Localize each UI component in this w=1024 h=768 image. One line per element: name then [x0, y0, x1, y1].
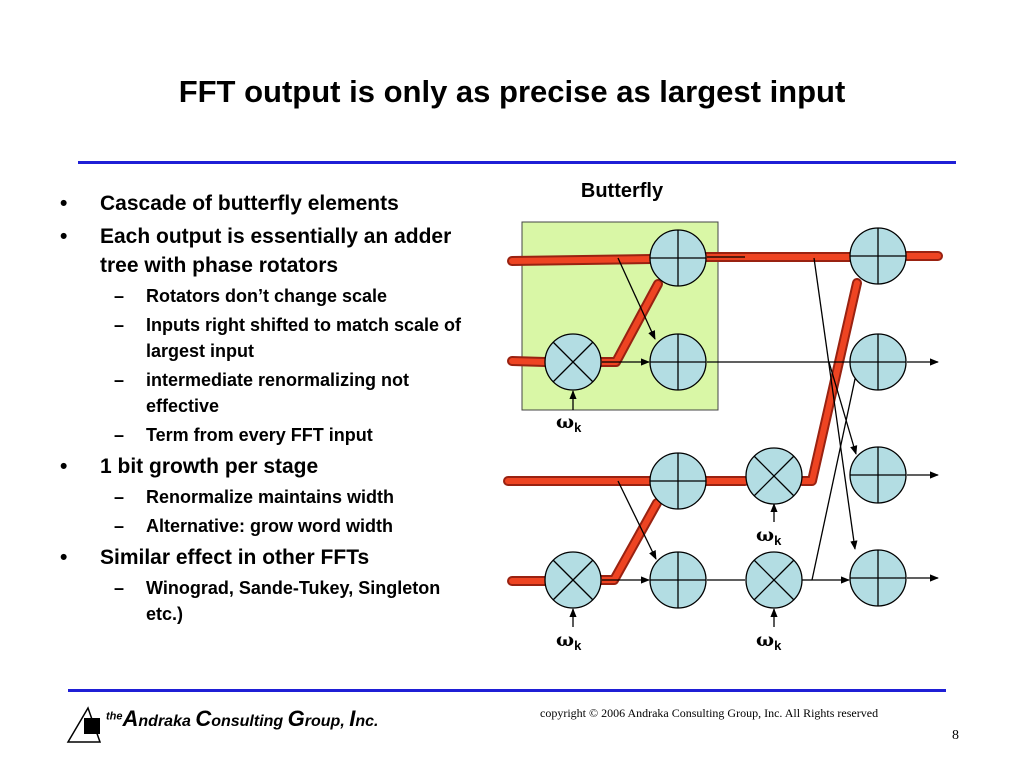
sub-bullet-mark: –: [114, 425, 125, 445]
multiplier-nodes: [544, 333, 803, 609]
top-rule: [78, 161, 956, 164]
twiddle-label: ωk: [556, 629, 582, 653]
slide-title: FFT output is only as precise as largest…: [178, 74, 846, 109]
adder-node: [649, 333, 707, 391]
adder-node: [849, 549, 907, 607]
bottom-rule: [68, 689, 946, 692]
wire: [828, 361, 858, 455]
wire: [813, 257, 858, 550]
twiddle-label: ωk: [556, 411, 582, 435]
sub-bullet-item: – intermediate renormalizing not effectiv…: [58, 367, 481, 419]
sub-bullet-item: – Rotators don’t change scale: [58, 283, 498, 309]
sub-bullet-mark: –: [114, 516, 125, 536]
sub-bullet-item: – Renormalize maintains width: [58, 484, 498, 510]
bullet-text: Cascade of butterfly elements: [100, 192, 399, 215]
multiplier-node: [745, 447, 803, 505]
adder-node: [649, 551, 707, 609]
wire: [617, 480, 657, 560]
bullet-mark: •: [60, 192, 68, 215]
adder-node: [849, 333, 907, 391]
multiplier-node: [544, 333, 602, 391]
butterfly-label: Butterfly: [581, 180, 664, 202]
bullet-text: 1 bit growth per stage: [100, 455, 319, 478]
highlight-path: [598, 500, 660, 583]
bullet-mark: •: [60, 546, 68, 569]
wire: [811, 364, 860, 581]
highlight-path: [799, 280, 860, 484]
bullet-item: • Similar effect in other FFTs: [58, 543, 498, 572]
sub-bullet-text: Winograd, Sande-Tukey, Singleton etc.): [146, 578, 441, 624]
adder-node: [649, 229, 707, 287]
sub-bullet-mark: –: [114, 286, 125, 306]
adder-node: [649, 452, 707, 510]
bullet-text: Similar effect in other FFTs: [100, 546, 370, 569]
sub-bullet-mark: –: [114, 315, 125, 335]
company-logo: [66, 706, 102, 743]
bullet-list: • Cascade of butterfly elements • Each out…: [58, 185, 498, 627]
sub-bullet-text: Term from every FFT input: [146, 425, 373, 445]
wire-network: [569, 256, 939, 627]
bullet-mark: •: [60, 225, 68, 248]
multiplier-node: [745, 551, 803, 609]
sub-bullet-item: – Term from every FFT input: [58, 422, 498, 448]
twiddle-label: ωk: [756, 524, 782, 548]
sub-bullet-mark: –: [114, 370, 125, 390]
sub-bullet-item: – Inputs right shifted to match scale of …: [58, 312, 466, 364]
logo-wordmark: theAndraka Consulting Group, Inc.: [106, 706, 379, 731]
highlight-path: [509, 256, 655, 264]
twiddle-labels: ωk ωk ωk ωk: [556, 411, 782, 653]
sub-bullet-text: Renormalize maintains width: [146, 487, 395, 507]
sub-bullet-item: – Winograd, Sande-Tukey, Singleton etc.): [58, 575, 446, 627]
adder-node: [849, 227, 907, 285]
bullet-item: • Cascade of butterfly elements: [58, 189, 498, 218]
sub-bullet-item: – Alternative: grow word width: [58, 513, 498, 539]
bullet-text: Each output is essentially an adder tree…: [100, 225, 452, 277]
twiddle-label: ωk: [756, 629, 782, 653]
multiplier-node: [544, 551, 602, 609]
sub-bullet-text: Inputs right shifted to match scale of l…: [146, 315, 462, 361]
sub-bullet-mark: –: [114, 578, 125, 598]
sub-bullet-text: intermediate renormalizing not effective: [146, 370, 410, 416]
adder-node: [849, 446, 907, 504]
sub-bullet-text: Alternative: grow word width: [146, 516, 394, 536]
wire: [617, 257, 656, 340]
adder-nodes: [649, 227, 907, 609]
bullet-mark: •: [60, 455, 68, 478]
sub-bullet-mark: –: [114, 487, 125, 507]
sub-bullet-text: Rotators don’t change scale: [146, 286, 388, 306]
highlight-path: [509, 358, 548, 365]
bullet-item: • Each output is essentially an adder tre…: [58, 222, 460, 280]
copyright-text: copyright © 2006 Andraka Consulting Grou…: [540, 706, 879, 720]
page-number: 8: [952, 728, 959, 743]
logo-square-mark: [84, 718, 100, 734]
bullet-item: • 1 bit growth per stage: [58, 452, 498, 481]
